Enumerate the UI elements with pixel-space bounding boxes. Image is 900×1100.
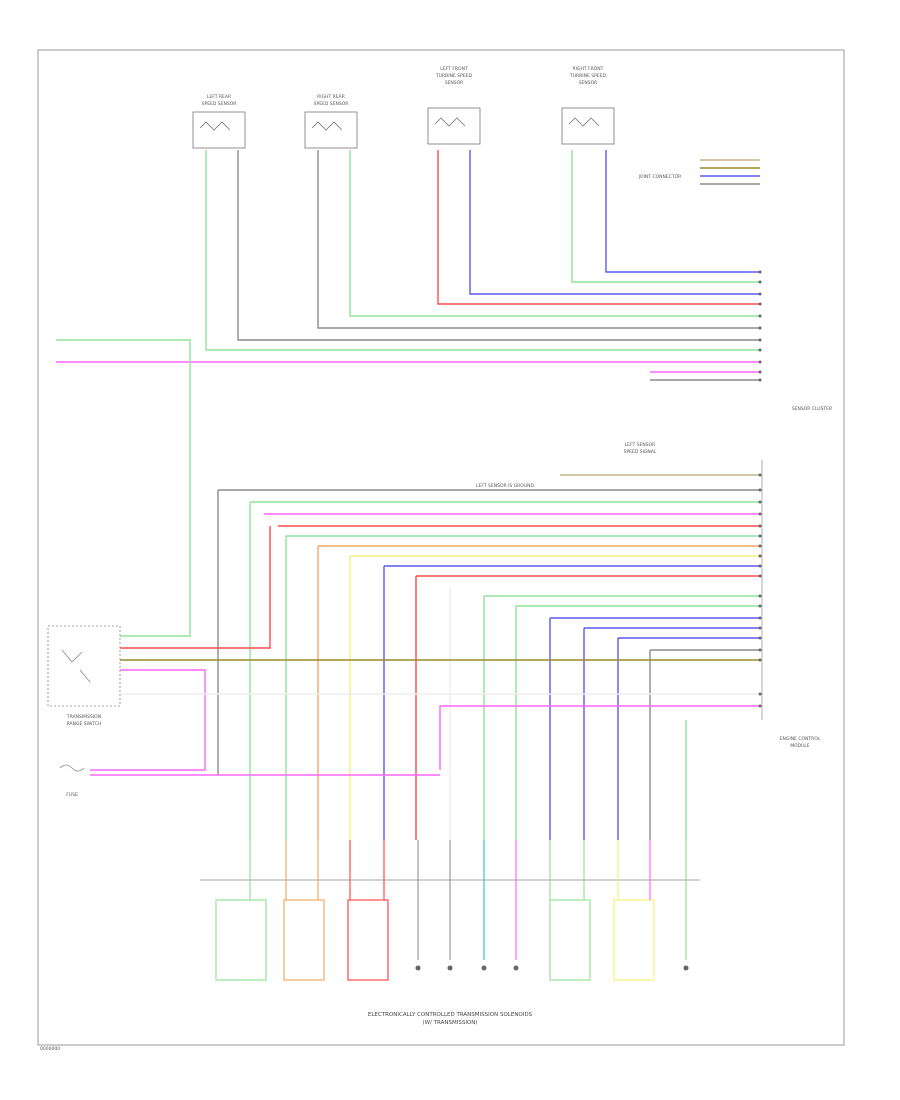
solenoids (215, 899, 655, 981)
sensor-box-4 (561, 107, 615, 145)
diagram-frame (37, 49, 845, 1046)
sensor-4-label: RIGHT FRONT (573, 66, 604, 72)
sensor-box-3 (427, 107, 481, 145)
svg-text:SPEED SENSOR: SPEED SENSOR (314, 101, 349, 107)
svg-text:MODULE: MODULE (790, 743, 810, 749)
bottom-title: ELECTRONICALLY CONTROLLED TRANSMISSION S… (368, 1012, 533, 1018)
svg-text:RANGE SWITCH: RANGE SWITCH (67, 721, 102, 727)
upper-connector-pins (758, 270, 762, 382)
upper-wires (56, 150, 760, 637)
bottom-subtitle: (W/ TRANSMISSION) (422, 1020, 477, 1026)
fuse-label: FUSE (66, 792, 78, 798)
lower-wires (90, 474, 760, 840)
top-sensors (192, 107, 615, 149)
ecm-label: ENGINE CONTROL (780, 736, 821, 742)
svg-text:SENSOR: SENSOR (579, 80, 598, 86)
svg-text:TURBINE SPEED: TURBINE SPEED (435, 73, 472, 79)
lower-header-label: LEFT SENSOR (625, 442, 656, 448)
sensor-2-label: RIGHT REAR (317, 94, 345, 100)
transmission-range-switch (47, 625, 121, 707)
joint-connector-label: JOINT CONNECTOR (638, 174, 682, 180)
svg-text:TURBINE SPEED: TURBINE SPEED (569, 73, 606, 79)
sensor-1-label: LEFT REAR (207, 94, 231, 100)
lower-connector-pins (758, 473, 762, 708)
mid-label: LEFT SENSOR IS GROUND (476, 483, 534, 489)
sensor-cluster-label: SENSOR CLUSTER (792, 406, 832, 412)
sensor-labels: LEFT REAR SPEED SENSOR RIGHT REAR SPEED … (202, 66, 607, 107)
solenoid-drop-lines (249, 840, 687, 960)
svg-text:SPEED SENSOR: SPEED SENSOR (202, 101, 237, 107)
svg-text:SENSOR: SENSOR (445, 80, 464, 86)
corner-id: 0000000 (40, 1046, 60, 1052)
sensor-box-1 (192, 111, 246, 149)
trs-label: TRANSMISSION (66, 714, 101, 720)
solenoid-ground-dots (415, 965, 689, 971)
sensor-box-2 (304, 111, 358, 149)
svg-text:SPEED SIGNAL: SPEED SIGNAL (624, 449, 657, 455)
sensor-3-label: LEFT FRONT (440, 66, 468, 72)
fuse-symbol (59, 764, 85, 772)
